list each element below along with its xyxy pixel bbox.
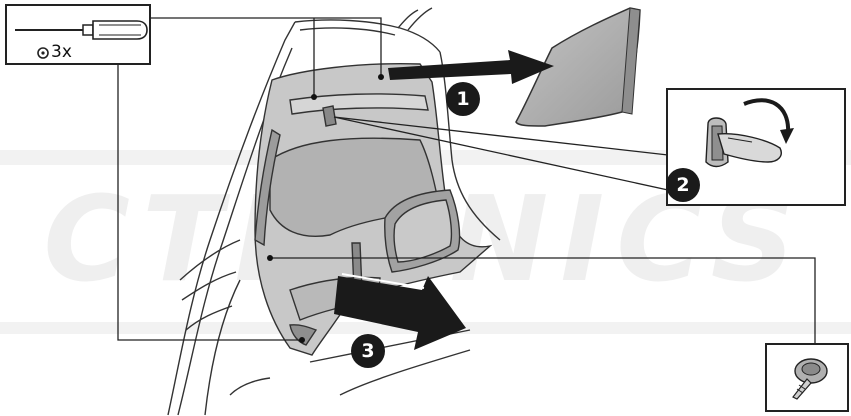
screwdriver-icon bbox=[15, 20, 148, 40]
fastener-dots bbox=[267, 74, 384, 343]
torx-screw-icon bbox=[37, 47, 49, 59]
step-badge-1: 1 bbox=[446, 82, 480, 116]
removal-arrow-3 bbox=[334, 273, 466, 350]
push-clip-detail-box bbox=[765, 343, 849, 412]
push-clip-icon bbox=[792, 358, 828, 400]
step-badge-3: 3 bbox=[351, 334, 385, 368]
clip-release-icon bbox=[705, 98, 794, 168]
car-body bbox=[167, 7, 501, 416]
removal-arrow-1 bbox=[388, 50, 554, 84]
tool-requirement-box: 3x bbox=[5, 4, 151, 65]
tool-quantity: 3x bbox=[51, 42, 72, 62]
removed-trim-panel bbox=[515, 7, 641, 127]
clip-detail-box bbox=[666, 88, 846, 206]
trunk-side-trim bbox=[254, 63, 493, 356]
leader-lines bbox=[117, 17, 816, 343]
step-badge-2: 2 bbox=[666, 168, 700, 202]
